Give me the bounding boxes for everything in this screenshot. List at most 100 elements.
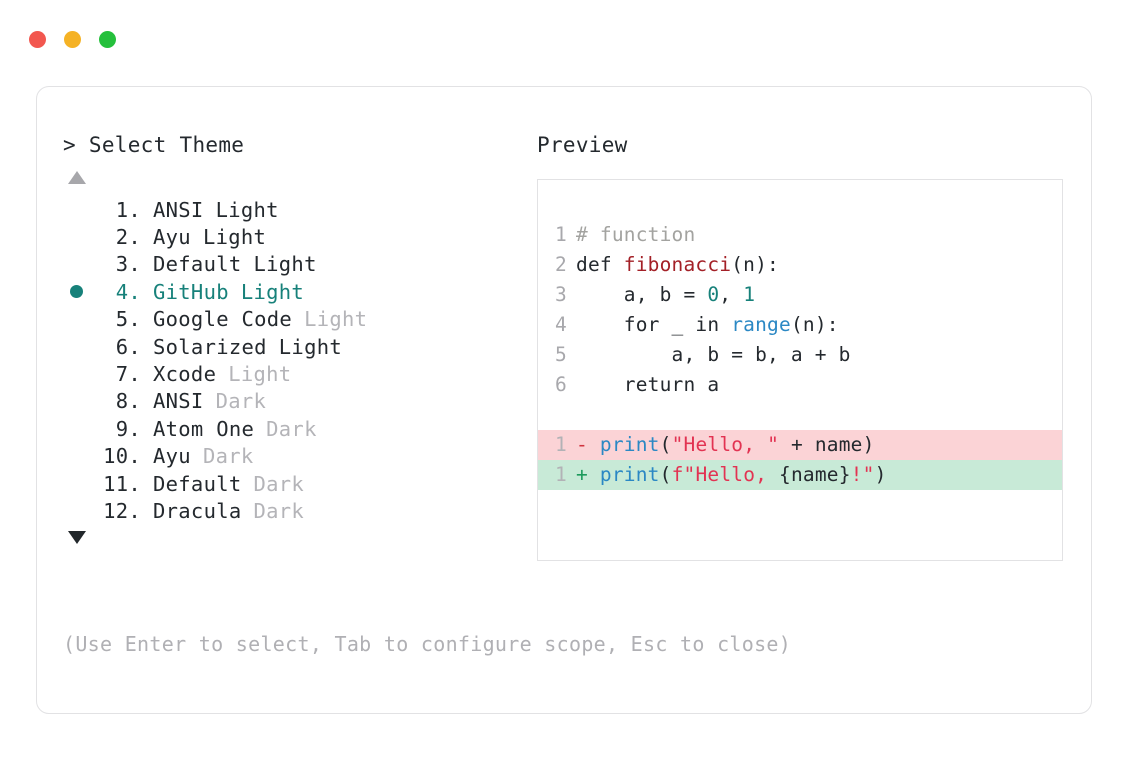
code-token: ( bbox=[659, 463, 672, 486]
code-line: 5 a, b = b, a + b bbox=[538, 340, 1062, 370]
theme-name: Ayu bbox=[153, 225, 191, 250]
code-line: 1 # function bbox=[538, 220, 1062, 250]
theme-name: Default bbox=[153, 471, 242, 496]
theme-name: Xcode bbox=[153, 362, 217, 387]
code-line: 6 return a bbox=[538, 370, 1062, 400]
code-line-content: - print("Hello, " + name) bbox=[576, 430, 1062, 460]
maximize-dot[interactable] bbox=[99, 31, 116, 48]
prompt-title: Select Theme bbox=[88, 133, 245, 157]
code-line-content: return a bbox=[576, 370, 1062, 400]
line-number: 1 bbox=[555, 463, 567, 486]
selection-bullet-cell bbox=[63, 285, 97, 299]
diff-line-add: 1 + print(f"Hello, {name}!") bbox=[538, 460, 1062, 490]
code-token: a, b = bbox=[576, 283, 708, 306]
code-token: fibonacci bbox=[623, 253, 732, 276]
theme-index: 9. bbox=[115, 416, 141, 441]
line-number: 3 bbox=[555, 283, 567, 306]
close-dot[interactable] bbox=[29, 31, 46, 48]
theme-name: Ayu bbox=[153, 444, 191, 469]
code-line-content: def fibonacci(n): bbox=[576, 250, 1062, 280]
theme-variant: Light bbox=[304, 307, 368, 332]
theme-list-item[interactable]: 5. Google Code Light bbox=[63, 306, 533, 333]
minimize-dot[interactable] bbox=[64, 31, 81, 48]
code-token: print bbox=[599, 463, 660, 486]
theme-index: 6. bbox=[115, 334, 141, 359]
selection-bullet-icon bbox=[70, 285, 83, 299]
diff-sign: - bbox=[576, 433, 588, 456]
triangle-up-icon[interactable] bbox=[68, 171, 86, 184]
code-token: + name) bbox=[779, 433, 875, 456]
keyboard-hint: (Use Enter to select, Tab to configure s… bbox=[63, 632, 792, 656]
theme-index: 8. bbox=[115, 389, 141, 414]
theme-variant: Light bbox=[228, 362, 292, 387]
code-spacer-text bbox=[588, 433, 600, 456]
line-number: 1 bbox=[555, 433, 567, 456]
code-line: 3 a, b = 0, 1 bbox=[538, 280, 1062, 310]
theme-name: ANSI bbox=[153, 197, 204, 222]
code-token: range bbox=[731, 313, 791, 336]
code-token: !" bbox=[850, 463, 875, 486]
page-title: > Select Theme bbox=[63, 132, 533, 158]
theme-index: 11. bbox=[103, 471, 141, 496]
theme-index: 2. bbox=[115, 225, 141, 250]
code-token: , bbox=[719, 283, 744, 306]
theme-index: 12. bbox=[103, 498, 141, 523]
theme-variant: Dark bbox=[253, 498, 305, 523]
theme-list-item[interactable]: 10. Ayu Dark bbox=[63, 443, 533, 470]
triangle-down-icon[interactable] bbox=[68, 530, 86, 544]
code-token: print bbox=[599, 433, 660, 456]
code-token: def bbox=[576, 253, 624, 276]
code-token: ( bbox=[659, 433, 672, 456]
line-number: 6 bbox=[555, 373, 567, 396]
theme-variant: Dark bbox=[215, 389, 267, 414]
theme-variant: Light bbox=[278, 334, 342, 359]
theme-variant: Dark bbox=[202, 444, 254, 469]
diff-sign: + bbox=[576, 463, 588, 486]
code-token: f"Hello, bbox=[671, 463, 780, 486]
theme-variant: Light bbox=[240, 279, 305, 304]
code-line: 4 for _ in range(n): bbox=[538, 310, 1062, 340]
code-token: (n): bbox=[731, 253, 779, 276]
code-token: "Hello, " bbox=[671, 433, 780, 456]
theme-list-item[interactable]: 12. Dracula Dark bbox=[63, 497, 533, 524]
theme-index: 5. bbox=[115, 307, 141, 332]
theme-name: Default bbox=[153, 252, 242, 277]
theme-list-item[interactable]: 11. Default Dark bbox=[63, 470, 533, 497]
theme-list-item[interactable]: 7. Xcode Light bbox=[63, 360, 533, 387]
preview-title: Preview bbox=[537, 133, 628, 157]
theme-variant: Dark bbox=[253, 471, 305, 496]
theme-index: 7. bbox=[115, 362, 141, 387]
prompt-marker: > bbox=[63, 133, 76, 157]
code-line-content: for _ in range(n): bbox=[576, 310, 1062, 340]
line-number: 1 bbox=[555, 223, 567, 246]
theme-index: 10. bbox=[103, 444, 141, 469]
theme-list-item[interactable]: 2. Ayu Light bbox=[63, 223, 533, 250]
code-token: return a bbox=[576, 373, 720, 396]
code-token: ) bbox=[874, 463, 887, 486]
theme-name: GitHub bbox=[153, 279, 229, 304]
code-line: 2 def fibonacci(n): bbox=[538, 250, 1062, 280]
line-number: 5 bbox=[555, 343, 567, 366]
theme-variant: Light bbox=[215, 197, 279, 222]
code-token: (n): bbox=[790, 313, 839, 336]
code-line-content: + print(f"Hello, {name}!") bbox=[576, 460, 1062, 490]
code-line-content: # function bbox=[576, 220, 1062, 250]
code-spacer bbox=[538, 400, 1062, 430]
theme-variant: Light bbox=[202, 225, 267, 250]
theme-name: Dracula bbox=[153, 498, 242, 523]
line-number: 2 bbox=[555, 253, 567, 276]
theme-name: Google Code bbox=[153, 307, 293, 332]
code-spacer-text bbox=[588, 463, 600, 486]
code-line-content: a, b = b, a + b bbox=[576, 340, 1062, 370]
